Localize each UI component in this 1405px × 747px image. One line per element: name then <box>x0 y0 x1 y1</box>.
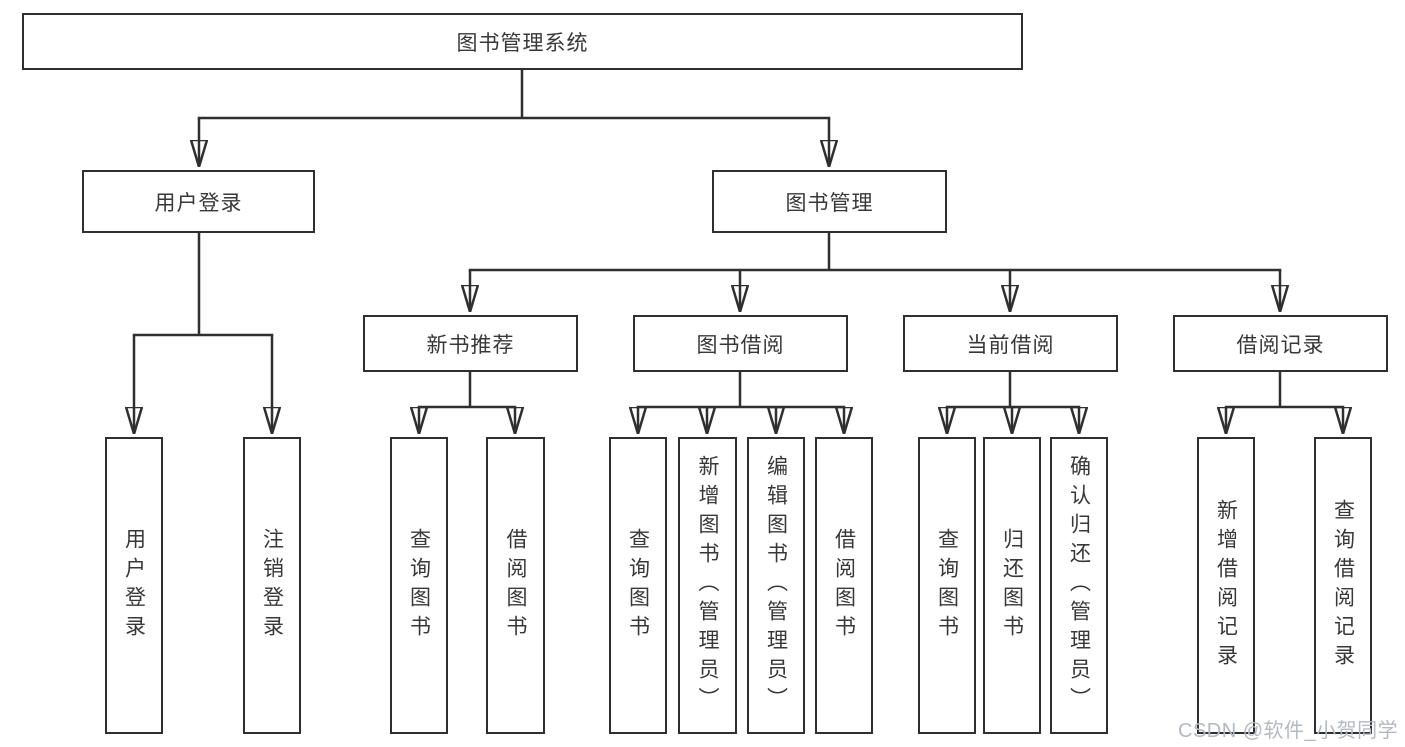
leaf-node-add-borrow-record: 新增借阅记录 <box>1197 437 1255 734</box>
leaf-label: 查询借阅记录 <box>1331 498 1355 673</box>
leaf-node-query-borrow-record: 查询借阅记录 <box>1314 437 1372 734</box>
leaf-node-query-books-recommend: 查询图书 <box>390 437 448 734</box>
watermark: CSDN @软件_小贺同学 <box>1178 720 1399 742</box>
root-node-library-system: 图书管理系统 <box>22 13 1023 70</box>
group-node-borrow-records: 借阅记录 <box>1173 315 1388 372</box>
leaf-node-borrow-books: 借阅图书 <box>815 437 873 734</box>
leaf-node-confirm-return-admin: 确认归还（管理员） <box>1050 437 1108 734</box>
leaf-node-borrow-books-recommend: 借阅图书 <box>486 437 545 734</box>
group-node-book-borrow: 图书借阅 <box>633 315 848 372</box>
leaf-node-user-login: 用户登录 <box>105 437 163 734</box>
leaf-label: 用户登录 <box>122 527 146 644</box>
group-node-new-book-recommend: 新书推荐 <box>363 315 578 372</box>
leaf-node-edit-books-admin: 编辑图书（管理员） <box>747 437 805 734</box>
leaf-node-return-books: 归还图书 <box>983 437 1041 734</box>
leaf-label: 查询图书 <box>935 527 959 644</box>
leaf-label: 编辑图书（管理员） <box>764 455 788 716</box>
leaf-label: 查询图书 <box>407 527 431 644</box>
leaf-label: 查询图书 <box>626 527 650 644</box>
leaf-label: 借阅图书 <box>504 527 527 644</box>
leaf-node-query-books-borrow: 查询图书 <box>609 437 667 734</box>
branch-node-user-login: 用户登录 <box>82 170 315 233</box>
branch-node-book-management: 图书管理 <box>712 170 947 233</box>
leaf-node-add-books-admin: 新增图书（管理员） <box>678 437 737 734</box>
leaf-label: 借阅图书 <box>832 527 856 644</box>
leaf-label: 注销登录 <box>260 527 284 644</box>
leaf-label: 新增借阅记录 <box>1214 498 1238 673</box>
leaf-node-query-books-current: 查询图书 <box>918 437 976 734</box>
leaf-label: 确认归还（管理员） <box>1067 455 1091 716</box>
leaf-label: 新增图书（管理员） <box>696 455 719 716</box>
group-node-current-borrow: 当前借阅 <box>903 315 1118 372</box>
leaf-node-logout: 注销登录 <box>243 437 301 734</box>
leaf-label: 归还图书 <box>1000 527 1024 644</box>
